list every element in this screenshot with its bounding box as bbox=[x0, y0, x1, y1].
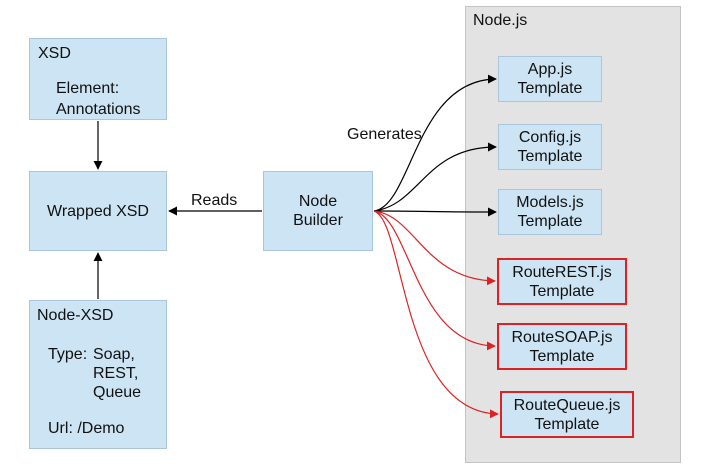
template-models-name: Models.js bbox=[516, 194, 584, 211]
template-routequeue-box: RouteQueue.js Template bbox=[500, 391, 634, 438]
arrow-builder-to-routequeue-template bbox=[373, 210, 499, 419]
edge-label-generates: Generates bbox=[347, 126, 422, 143]
xsd-element-line: Element: bbox=[56, 80, 120, 97]
xsd-title: XSD bbox=[38, 45, 71, 62]
template-config-name: Config.js bbox=[518, 129, 582, 146]
xsd-box: XSD Element: Annotations bbox=[29, 38, 167, 120]
node-xsd-type-soap: Soap, bbox=[93, 346, 135, 363]
template-routerest-suffix: Template bbox=[529, 282, 595, 300]
arrow-builder-to-config-template bbox=[373, 142, 497, 212]
node-builder-line2: Builder bbox=[293, 212, 343, 229]
template-routequeue-name: RouteQueue.js bbox=[513, 396, 621, 414]
node-xsd-type-label: Type: bbox=[48, 346, 88, 363]
template-routesoap-box: RouteSOAP.js Template bbox=[497, 323, 627, 370]
template-routerest-name: RouteREST.js bbox=[512, 263, 612, 281]
arrow-builder-to-models-template bbox=[373, 207, 497, 217]
nodejs-container-title: Node.js bbox=[473, 12, 528, 29]
node-xsd-title: Node-XSD bbox=[37, 307, 114, 324]
template-app-name: App.js bbox=[527, 61, 573, 78]
xsd-annotations-line: Annotations bbox=[56, 101, 141, 118]
template-app-suffix: Template bbox=[517, 80, 583, 97]
template-routesoap-name: RouteSOAP.js bbox=[511, 328, 613, 346]
template-routequeue-suffix: Template bbox=[534, 415, 600, 433]
template-routesoap-suffix: Template bbox=[529, 347, 595, 365]
node-xsd-type-rest: REST, bbox=[93, 365, 139, 382]
template-config-suffix: Template bbox=[517, 148, 583, 165]
arrow-builder-to-routerest-template bbox=[373, 210, 496, 286]
node-xsd-url: Url: /Demo bbox=[48, 420, 125, 437]
template-models-box: Models.js Template bbox=[498, 189, 602, 235]
node-xsd-type-queue: Queue bbox=[93, 384, 142, 401]
wrapped-xsd-box: Wrapped XSD bbox=[29, 171, 167, 251]
template-models-suffix: Template bbox=[517, 213, 583, 230]
arrow-builder-to-app-template bbox=[373, 74, 497, 212]
wrapped-xsd-label: Wrapped XSD bbox=[47, 202, 149, 220]
node-builder-line1: Node bbox=[298, 193, 338, 210]
template-app-box: App.js Template bbox=[498, 56, 602, 102]
node-builder-box: Node Builder bbox=[263, 171, 373, 251]
template-config-box: Config.js Template bbox=[498, 124, 602, 170]
template-routerest-box: RouteREST.js Template bbox=[497, 258, 627, 305]
node-xsd-box: Node-XSD Type: Soap, REST, Queue Url: /D… bbox=[29, 300, 167, 449]
arrow-builder-to-routesoap-template bbox=[373, 210, 496, 351]
edge-label-reads: Reads bbox=[191, 192, 238, 209]
